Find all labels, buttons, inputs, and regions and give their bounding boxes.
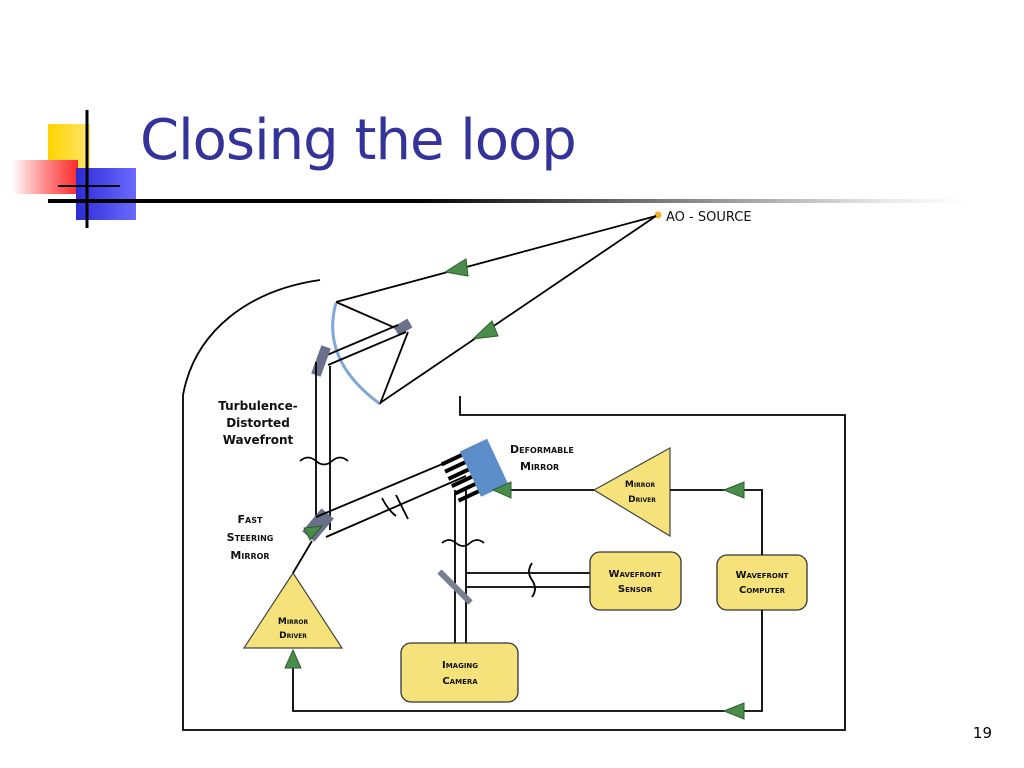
control-line-computer-to-driver	[670, 489, 763, 555]
ao-source-star	[654, 211, 662, 219]
ray-arrow-icon	[443, 258, 469, 277]
wavefront-squiggle	[528, 562, 536, 598]
mirror-driver-bottom	[242, 571, 344, 649]
title-underline	[48, 199, 968, 203]
imaging-camera-box	[400, 642, 519, 703]
logo-red-square	[12, 160, 78, 194]
mirror-driver-top-label-line1: Mirror	[625, 480, 656, 490]
wavefront-sensor-label-line2: Sensor	[618, 584, 653, 595]
ray-arrow-icon	[471, 320, 499, 340]
fold-mirror	[311, 345, 331, 377]
control-arrow-icon	[303, 525, 324, 541]
mirror-driver-top	[592, 446, 671, 538]
page-number: 19	[972, 724, 992, 742]
wavefront-label-line3: Wavefront	[223, 433, 294, 447]
wavefront-squiggle	[299, 456, 349, 466]
beam-secondary-to-fold-upper	[319, 324, 399, 359]
beam-to-secondary-upper	[335, 301, 401, 331]
incoming-ray-lower	[379, 215, 657, 404]
wavefront-computer-label-line1: Wavefront	[736, 570, 789, 581]
beam-to-secondary-lower	[379, 331, 409, 405]
wavefront-sensor-label-line1: Wavefront	[609, 569, 662, 580]
wavefront-squiggle	[441, 539, 485, 547]
control-arrow-icon	[491, 481, 512, 499]
slide-logo	[12, 110, 136, 228]
mirror-driver-bottom-label-line2: Driver	[279, 631, 307, 641]
beam-secondary-to-fold-lower	[327, 331, 407, 366]
fsm-label-line2: Steering	[227, 531, 274, 544]
deformable-mirror	[440, 438, 509, 503]
ao-source-label: AO - SOURCE	[666, 210, 752, 225]
beam-splitter	[437, 569, 473, 605]
beam-fsm-to-dm-lower	[325, 475, 467, 538]
mirror-driver-bottom-label-line1: Mirror	[278, 617, 309, 627]
dm-label-line1: Deformable	[510, 443, 574, 456]
control-line-driver-to-fsm	[292, 540, 313, 574]
wavefront-label-line2: Distorted	[226, 416, 290, 430]
fsm-label-line3: Mirror	[230, 549, 269, 562]
mirror-driver-top-label-line2: Driver	[628, 495, 656, 505]
imaging-camera-label-line1: Imaging	[442, 660, 478, 671]
control-arrow-icon	[722, 481, 745, 499]
slide-title: Closing the loop	[140, 108, 577, 173]
control-line-computer-to-bottom-driver	[292, 610, 763, 712]
incoming-ray-upper	[335, 215, 657, 303]
wavefront-computer-box	[716, 554, 808, 611]
wavefront-squiggle	[381, 497, 397, 517]
dm-label-line2: Mirror	[520, 460, 559, 473]
control-arrow-icon	[722, 702, 745, 720]
enclosure-outline	[182, 279, 846, 731]
wavefront-squiggle	[395, 494, 409, 520]
secondary-mirror	[393, 318, 413, 336]
wavefront-computer-label-line2: Computer	[739, 585, 786, 596]
primary-mirror	[331, 302, 381, 406]
control-arrow-icon	[284, 648, 302, 669]
fsm-label-line1: Fast	[238, 513, 263, 526]
wavefront-label-line1: Turbulence-	[218, 399, 298, 413]
beam-fsm-to-dm-upper	[315, 459, 453, 518]
wavefront-sensor-box	[589, 551, 682, 611]
imaging-camera-label-line2: Camera	[442, 676, 478, 687]
